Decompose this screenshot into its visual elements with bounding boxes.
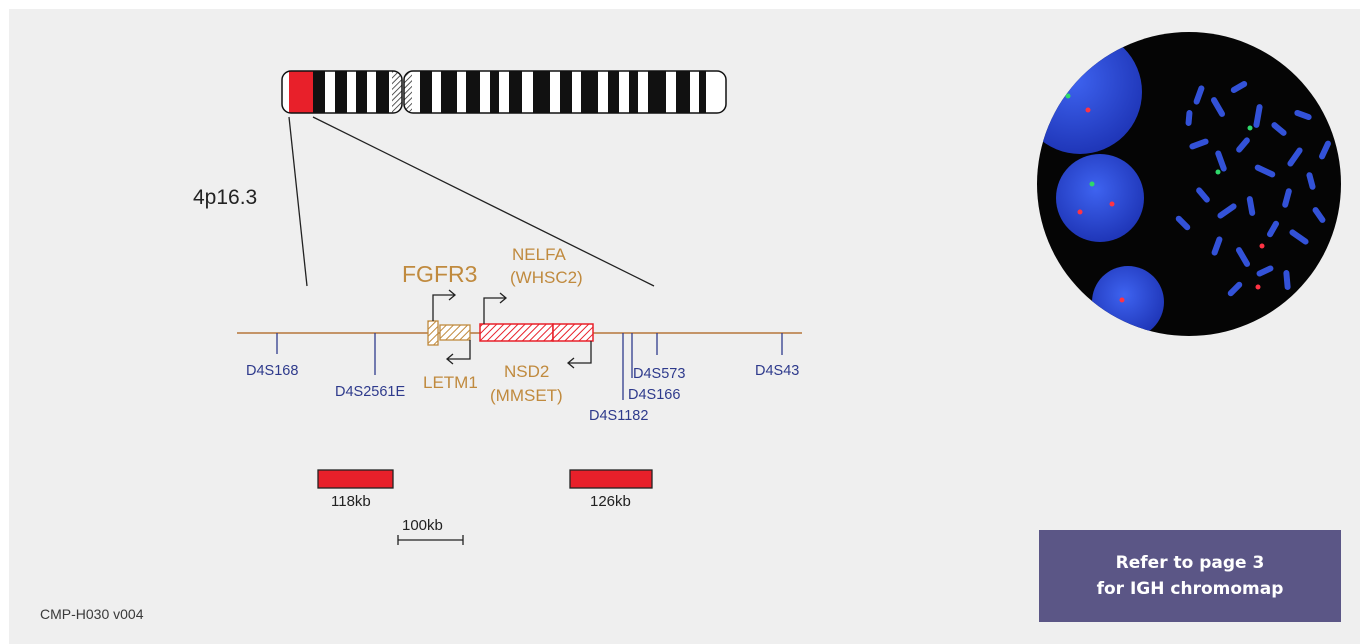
probe-label-126kb: 126kb [590,493,631,510]
gene-label-nelfa: NELFA [512,245,567,264]
transcription-arrows [432,289,592,369]
marker-ticks [276,333,783,400]
document-code: CMP-H030 v004 [40,606,144,622]
region-label: 4p16.3 [193,186,257,209]
zoom-line-right [312,116,655,287]
scale-bar-label: 100kb [402,517,443,534]
fgfr3-gene-block [427,320,439,346]
nsd2-gene-block [552,323,594,342]
refer-callout-line2: for IGH chromomap [1096,579,1284,599]
gene-label-fgfr3: FGFR3 [402,261,477,287]
probe-bar-118kb [317,469,394,489]
scale-bar [397,535,464,545]
zoom-line-left [288,116,308,287]
refer-callout-line1: Refer to page 3 [1115,553,1265,573]
gene-label-mmset: (MMSET) [490,386,563,405]
gene-label-letm1: LETM1 [423,373,478,392]
probe-label-118kb: 118kb [331,493,371,510]
letm1-gene-block [439,324,471,341]
marker-label-d4s573: D4S573 [633,366,685,382]
probe-bar-126kb [569,469,653,489]
marker-label-d4s1182: D4S1182 [589,408,648,424]
chromosome-ideogram [281,70,727,114]
marker-label-d4s166: D4S166 [628,387,680,403]
gene-label-nsd2: NSD2 [504,362,549,381]
marker-label-d4s168: D4S168 [246,363,298,379]
gene-label-whsc2: (WHSC2) [510,268,583,287]
refer-callout-box: Refer to page 3 for IGH chromomap [1039,530,1341,622]
marker-label-d4s2561e: D4S2561E [335,384,405,400]
marker-label-d4s43: D4S43 [755,363,799,379]
fish-micrograph-image [1037,32,1341,336]
nelfa-gene-block [479,323,554,342]
